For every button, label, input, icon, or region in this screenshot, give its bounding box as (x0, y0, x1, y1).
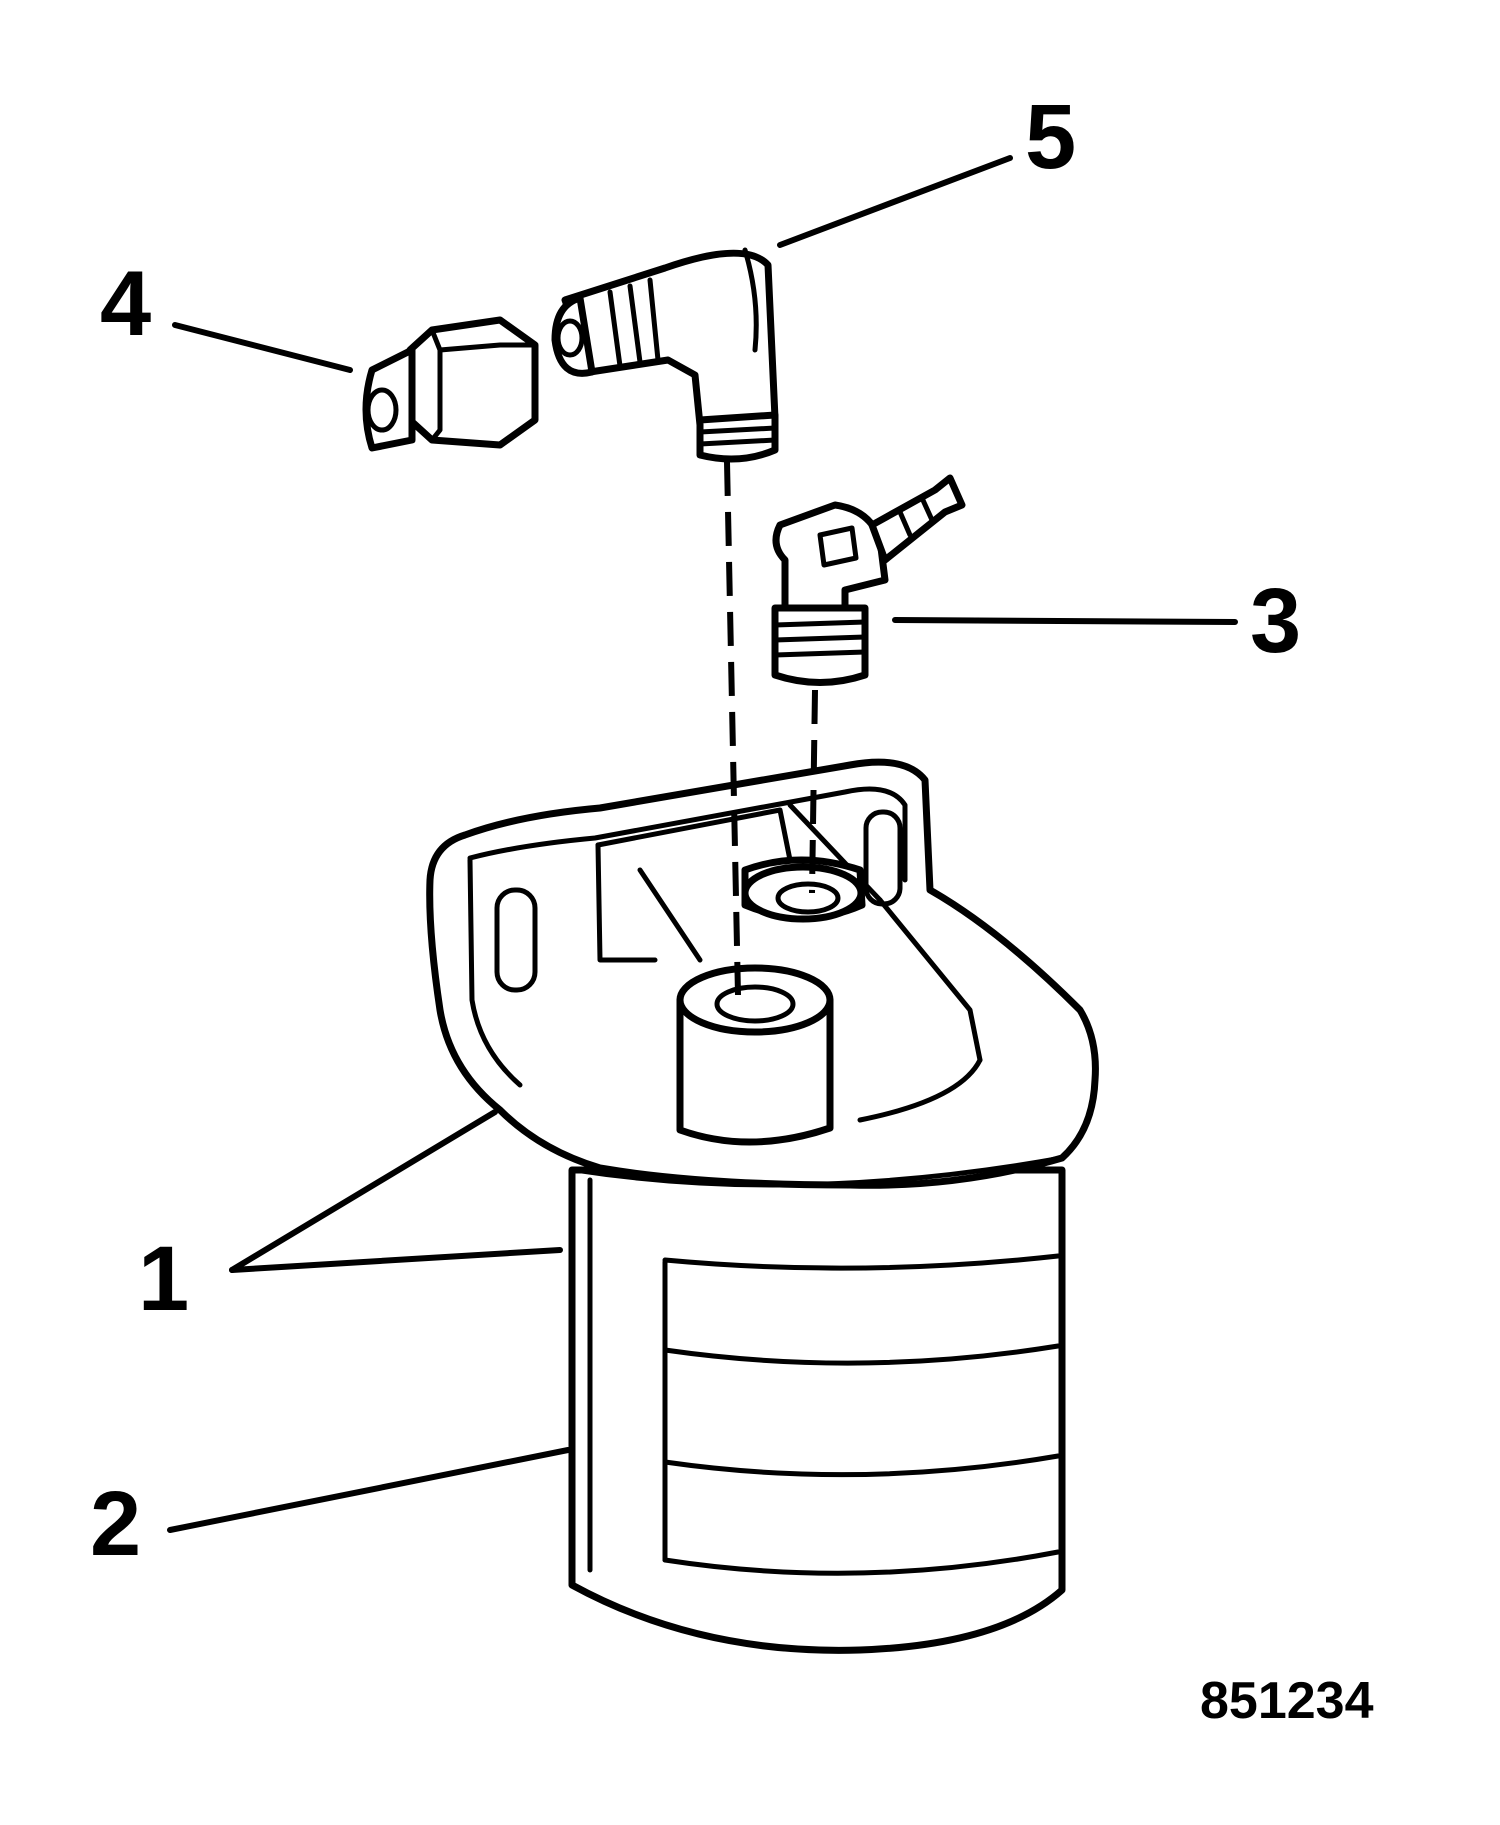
figure-id: 851234 (1200, 1672, 1374, 1730)
elbow-fitting (551, 247, 779, 463)
callout-4: 4 (100, 253, 151, 355)
outlet-port-rear (741, 856, 866, 923)
inlet-port-front (676, 964, 834, 1146)
filter-bowl (568, 1166, 1066, 1654)
leader-4 (172, 322, 353, 373)
leader-3 (892, 617, 1238, 625)
callout-2: 2 (90, 1473, 141, 1575)
callout-3: 3 (1250, 570, 1301, 672)
callout-5: 5 (1025, 86, 1076, 188)
leader-5 (777, 155, 1013, 248)
leader-lines (167, 155, 1238, 1533)
callout-1: 1 (138, 1228, 189, 1330)
alignment-line-elbow (724, 461, 741, 996)
flare-nut (362, 316, 539, 452)
alignment-line-barb (809, 689, 818, 894)
hose-barb-elbow (771, 474, 966, 686)
leader-1b (229, 1247, 563, 1273)
leader-1a (229, 1109, 498, 1273)
leader-2 (167, 1447, 571, 1533)
